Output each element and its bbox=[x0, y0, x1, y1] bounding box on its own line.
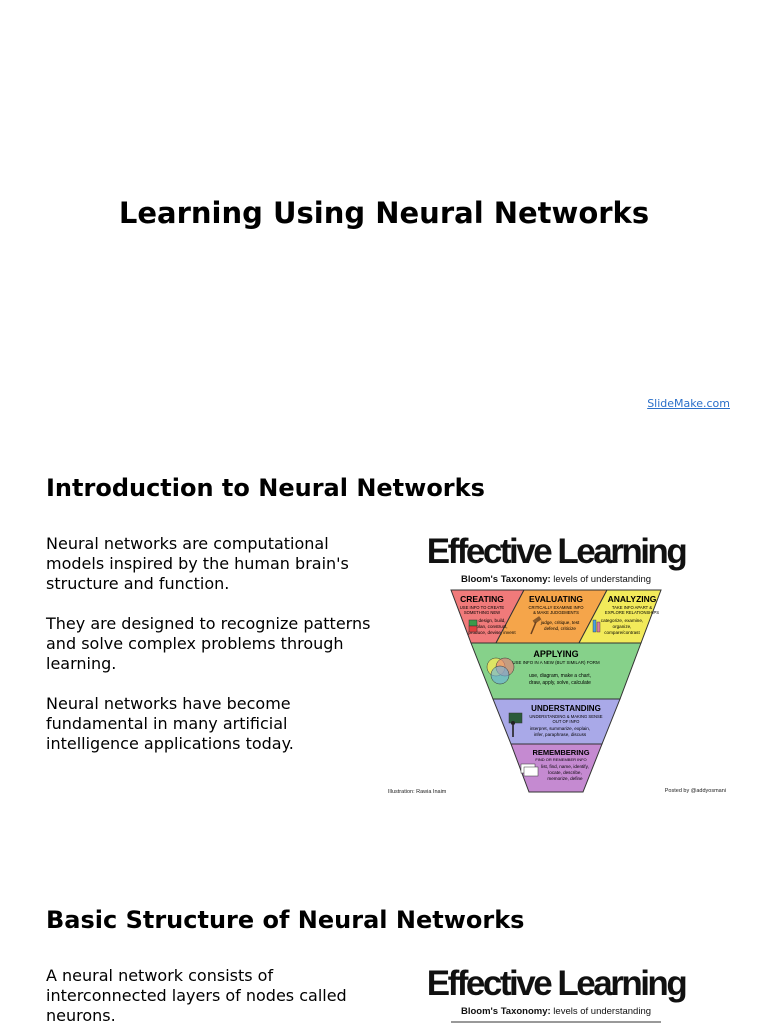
evaluating-desc: CRITICALLY EXAMINE INFO bbox=[529, 605, 585, 610]
paragraph: Neural networks have become fundamental … bbox=[46, 694, 294, 753]
evaluating-label: EVALUATING bbox=[529, 594, 583, 604]
analyzing-desc: TAKE INFO APART & bbox=[612, 605, 652, 610]
applying-desc: USE INFO IN A NEW (BUT SIMILAR) FORM bbox=[512, 660, 600, 665]
evaluating-desc: & MAKE JUDGEMENTS bbox=[533, 610, 579, 615]
structure-slide: Basic Structure of Neural Networks A neu… bbox=[0, 864, 768, 1024]
creating-verbs: produce, devise, invent bbox=[468, 630, 516, 635]
remembering-label: REMEMBERING bbox=[532, 748, 589, 757]
analyzing-verbs: categorize, examine, bbox=[601, 618, 643, 623]
blooms-taxonomy-image: Effective Learning Bloom's Taxonomy: lev… bbox=[427, 964, 689, 1023]
creating-verbs: plan, construct, bbox=[476, 624, 507, 629]
teacher-board-icon bbox=[508, 712, 523, 737]
venn-diagram-icon bbox=[486, 657, 515, 685]
infographic-subtitle: Bloom's Taxonomy: levels of understandin… bbox=[461, 1006, 651, 1017]
infographic-title: Effective Learning bbox=[427, 532, 687, 571]
evaluating-verbs: defend, criticize bbox=[544, 626, 576, 631]
remembering-verbs: locate, describe, bbox=[548, 770, 581, 775]
understanding-verbs: infer, paraphrase, discuss bbox=[534, 732, 587, 737]
notes-icon bbox=[520, 763, 539, 777]
understanding-label: UNDERSTANDING bbox=[531, 704, 601, 713]
slidemake-link[interactable]: SlideMake.com bbox=[647, 397, 730, 410]
slide-body: Neural networks are computational models… bbox=[46, 534, 376, 774]
applying-verbs: use, diagram, make a chart, bbox=[529, 673, 591, 679]
creating-desc: SOMETHING NEW bbox=[464, 610, 500, 615]
test-tubes-icon bbox=[592, 619, 601, 633]
creating-desc: USE INFO TO CREATE bbox=[460, 605, 505, 610]
paragraph: Neural networks are computational models… bbox=[46, 534, 349, 593]
gavel-icon bbox=[530, 616, 542, 635]
blooms-taxonomy-image: Effective Learning Bloom's Taxonomy: lev… bbox=[388, 532, 726, 795]
paragraph: A neural network consists of interconnec… bbox=[46, 966, 347, 1024]
analyzing-label: ANALYZING bbox=[608, 594, 657, 604]
slide-heading: Introduction to Neural Networks bbox=[46, 474, 485, 502]
illustration-credit: Illustration: Rawia Inaim bbox=[388, 789, 447, 795]
remembering-band bbox=[510, 743, 603, 793]
analyzing-desc: EXPLORE RELATIONSHIPS bbox=[605, 610, 659, 615]
analyzing-verbs: compare/contrast bbox=[604, 630, 640, 635]
infographic-subtitle: Bloom's Taxonomy: levels of understandin… bbox=[461, 574, 651, 585]
remembering-verbs: list, find, name, identify, bbox=[541, 764, 589, 769]
understanding-verbs: interpret, summarize, explain, bbox=[530, 726, 590, 731]
blocks-icon bbox=[468, 619, 478, 633]
creating-verbs: design, build, bbox=[478, 618, 505, 623]
analyzing-verbs: organize, bbox=[613, 624, 632, 629]
remembering-desc: FIND OR REMEMBER INFO bbox=[535, 757, 586, 762]
understanding-desc: OUT OF INFO bbox=[553, 719, 581, 724]
slide-heading: Basic Structure of Neural Networks bbox=[46, 906, 525, 934]
paragraph: They are designed to recognize patterns … bbox=[46, 614, 371, 673]
evaluating-verbs: judge, critique, test bbox=[540, 620, 580, 625]
presentation-title: Learning Using Neural Networks bbox=[118, 196, 650, 230]
applying-label: APPLYING bbox=[533, 649, 578, 659]
intro-slide: Introduction to Neural Networks Neural n… bbox=[0, 432, 768, 864]
applying-verbs: draw, apply, solve, calculate bbox=[529, 680, 591, 686]
infographic-title: Effective Learning bbox=[427, 964, 687, 1003]
understanding-desc: UNDERSTANDING & MAKING SENSE bbox=[529, 714, 602, 719]
slide-body: A neural network consists of interconnec… bbox=[46, 966, 376, 1024]
remembering-verbs: memorize, define bbox=[547, 776, 583, 781]
posted-by: Posted by @addyosmani bbox=[665, 788, 726, 794]
title-slide: Learning Using Neural Networks SlideMake… bbox=[0, 0, 768, 432]
creating-label: CREATING bbox=[460, 594, 504, 604]
